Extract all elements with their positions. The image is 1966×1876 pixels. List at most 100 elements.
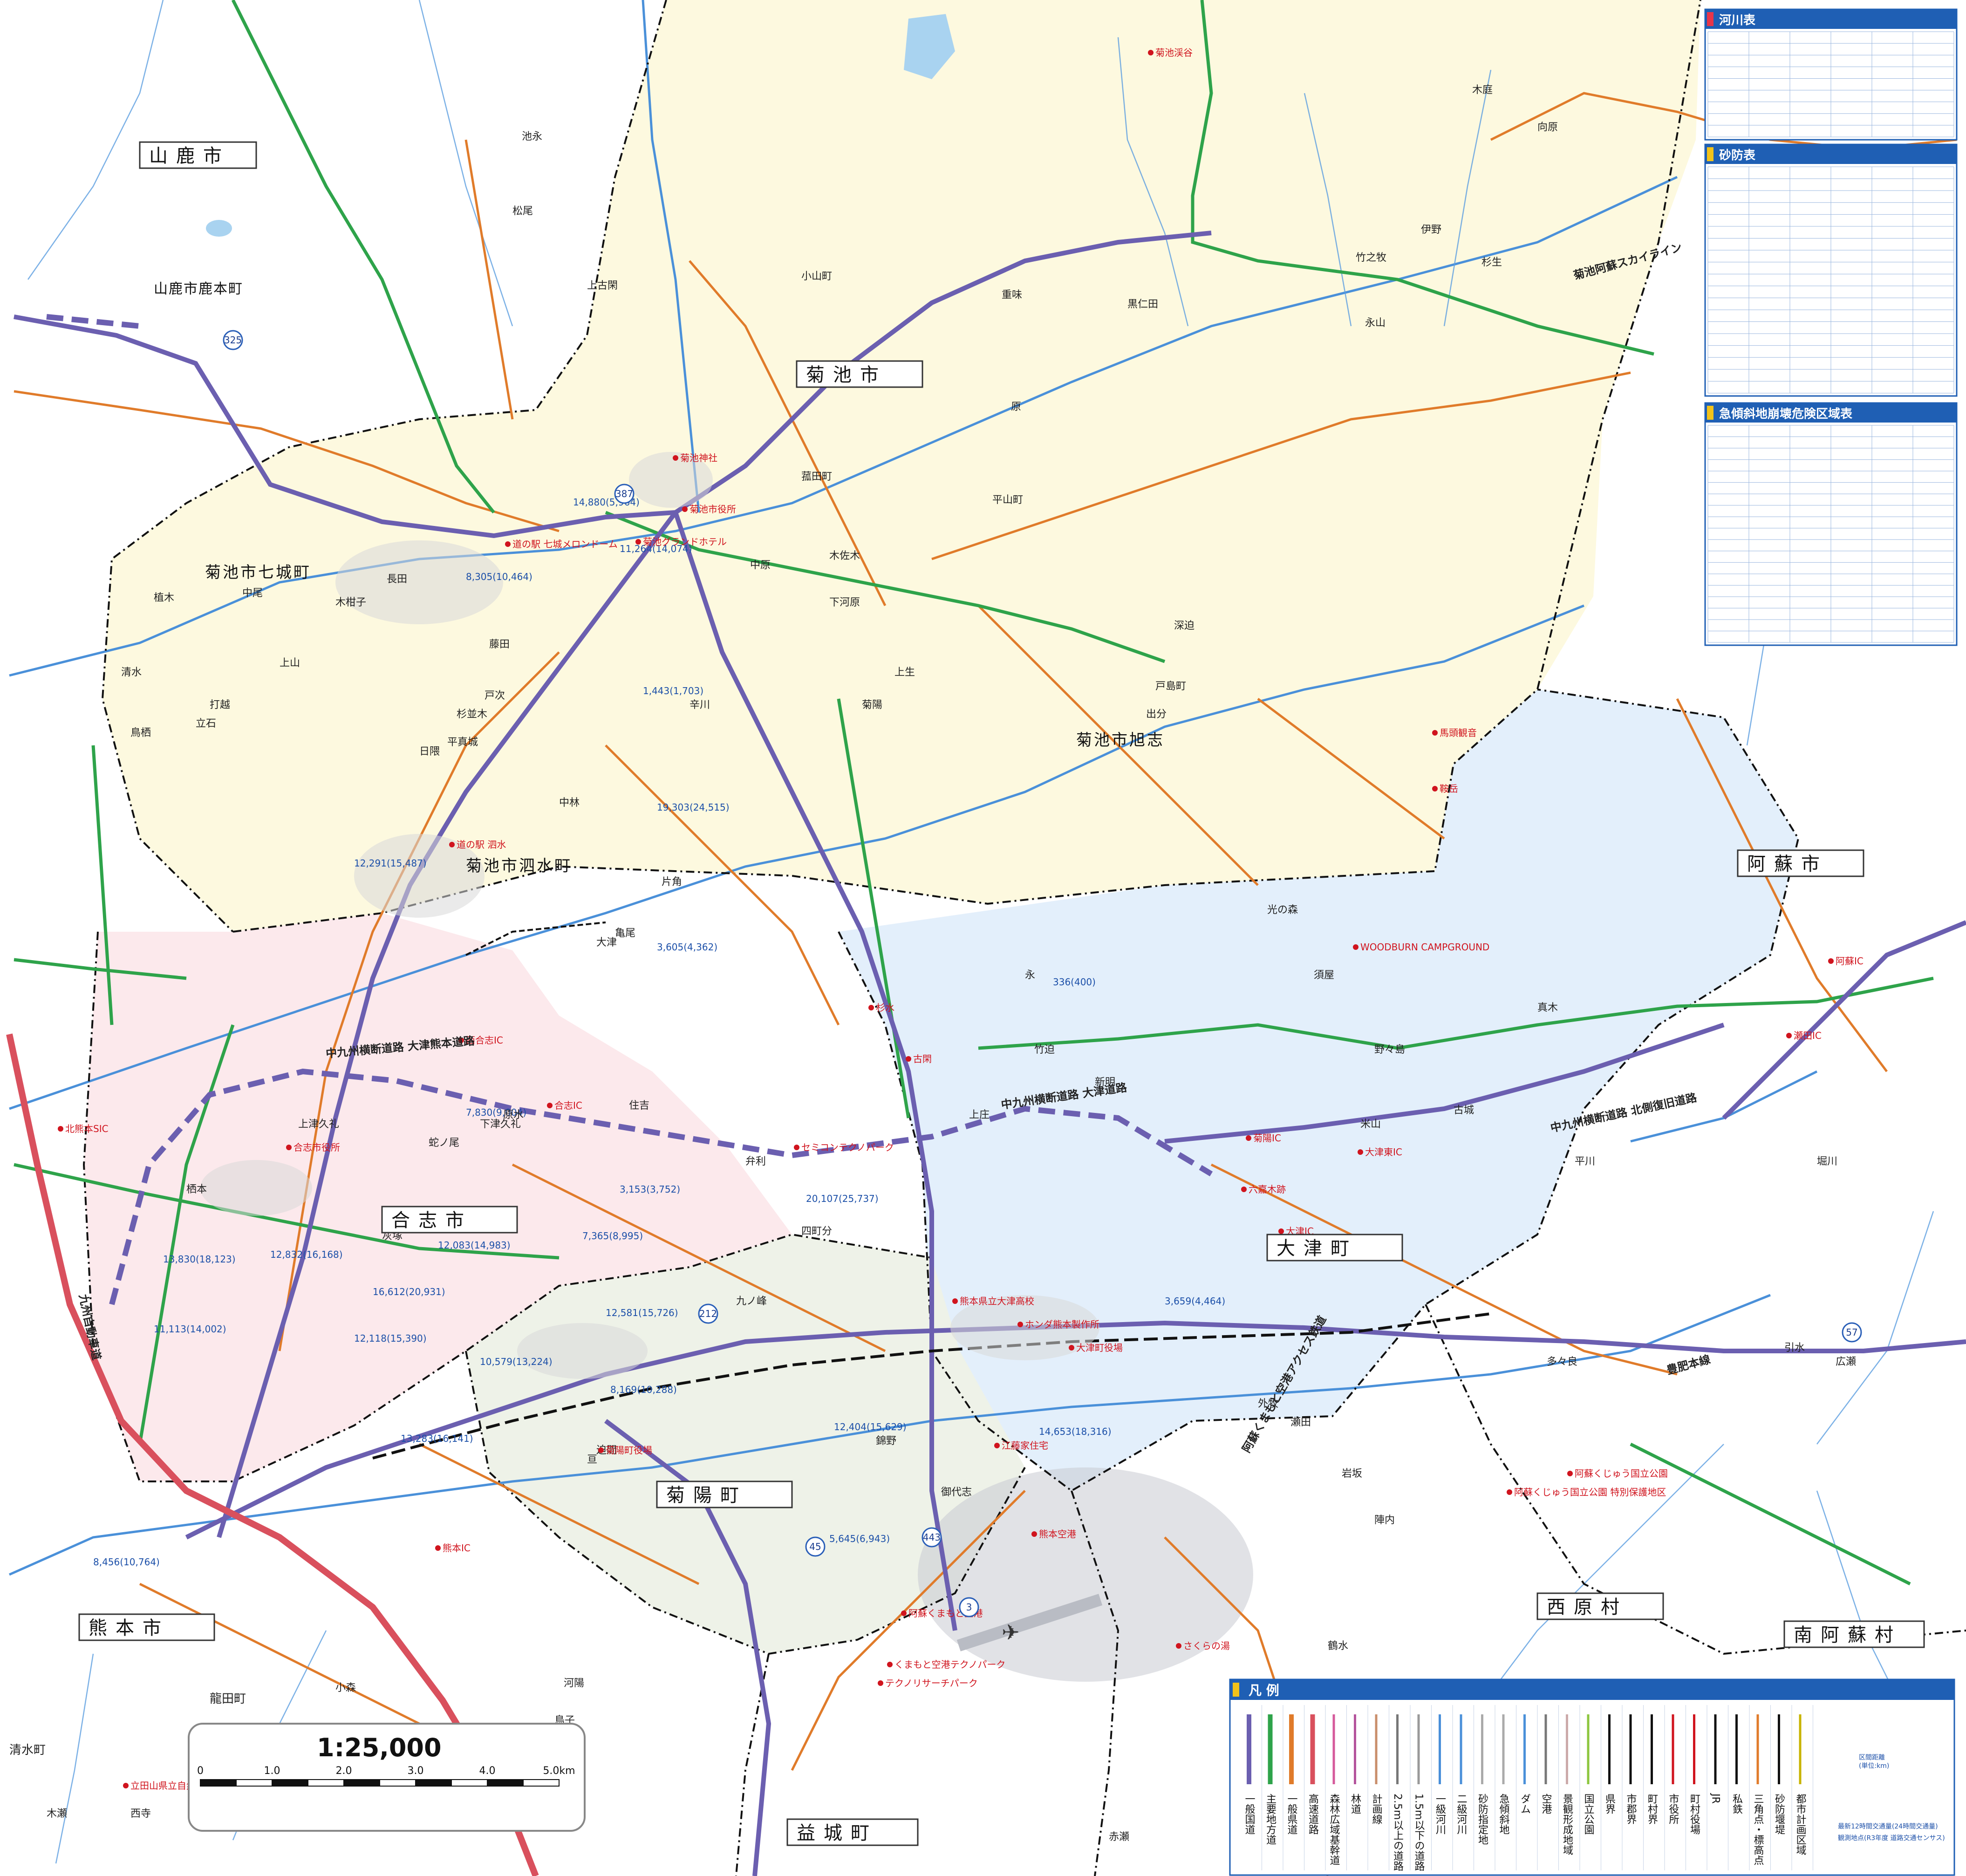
urban-areas [200, 452, 1099, 1379]
place-label: 木瀬 [47, 1808, 67, 1820]
place-label: 中林 [559, 797, 580, 809]
place-label: 赤瀬 [1109, 1831, 1129, 1843]
place-label: 下津久礼 [480, 1119, 521, 1130]
facility-label-layer: 菊池渓谷菊池神社菊池市役所大津町役場菊陽町役場合志市役所熊本空港阿蘇くまもと空港… [58, 47, 1864, 1791]
legend-note-census: 観測地点(R3年度 道路交通センサス) [1838, 1834, 1945, 1842]
facility-label: 合志市役所 [294, 1142, 340, 1153]
facility-marker [901, 1610, 907, 1616]
place-label: 新明 [1095, 1077, 1115, 1088]
facility-label: 熊本県立大津高校 [960, 1296, 1034, 1307]
legend-item-label: 一般国道 [1243, 1794, 1256, 1835]
facility-label: 六嘉木跡 [1249, 1184, 1286, 1195]
facility-marker [868, 1005, 874, 1010]
road-number-label: 57 [1846, 1327, 1857, 1338]
facility-marker [1353, 944, 1358, 950]
place-label: 竹之牧 [1356, 252, 1386, 264]
traffic-count: 8,305(10,464) [466, 571, 532, 582]
sabo-table-title: 砂防表 [1719, 149, 1756, 163]
label-mashiki: 益城町 [786, 1818, 919, 1846]
slope-table-grid [1707, 425, 1954, 643]
facility-label: 熊本空港 [1039, 1528, 1076, 1540]
airport-icon: ✈ [956, 1594, 1103, 1651]
label-tatsuda: 龍田町 [210, 1692, 246, 1706]
facility-marker [1241, 1187, 1247, 1192]
place-label: 小森 [335, 1682, 356, 1694]
label-aso: 阿蘇市 [1737, 849, 1864, 877]
facility-label: 鞍岳 [1440, 783, 1458, 794]
road-number-badge [959, 1597, 979, 1617]
facility-label: 大津東IC [1365, 1146, 1402, 1158]
legend-item-label: 砂防堰堤 [1773, 1794, 1785, 1835]
place-label: 大津 [596, 937, 617, 948]
facility-label: 菊陽IC [1253, 1132, 1281, 1144]
place-label: 戸島町 [1155, 681, 1186, 692]
facility-label: 菊池グランドホテル [643, 536, 727, 547]
label-kikuyo: 菊陽町 [656, 1480, 793, 1508]
place-label: 亀尾 [615, 928, 635, 939]
place-label: 四町分 [801, 1226, 832, 1237]
traffic-count: 3,659(4,464) [1165, 1296, 1225, 1307]
place-label: 住吉 [629, 1100, 649, 1112]
facility-label: 古閑 [913, 1053, 932, 1064]
facility-marker [123, 1783, 129, 1788]
legend-item-label: 砂防指定地 [1476, 1794, 1488, 1845]
legend-item-label: 高速道路 [1307, 1794, 1319, 1835]
road-number-label: 45 [809, 1541, 821, 1552]
legend-item-label: 1.5m以下の道路 [1413, 1794, 1425, 1871]
scale-title: 1:25,000 [317, 1733, 442, 1762]
traffic-count: 3,605(4,362) [657, 941, 717, 953]
facility-marker [286, 1145, 292, 1150]
facility-label: 大津町役場 [1076, 1342, 1123, 1353]
place-label: 瀬田 [1290, 1417, 1311, 1428]
traffic-count: 8,456(10,764) [93, 1556, 160, 1568]
legend-item-label: 一般県道 [1286, 1794, 1298, 1835]
otsu-area [839, 689, 1798, 1491]
traffic-count: 7,830(9,004) [466, 1107, 526, 1118]
label-shisui: 菊池市泗水町 [466, 857, 572, 875]
facility-marker [1246, 1135, 1251, 1141]
river-table-grid [1707, 31, 1954, 137]
traffic-count: 12,291(15,487) [354, 858, 427, 869]
place-label: 原 [1011, 401, 1021, 413]
facility-label: 菊池神社 [680, 452, 717, 464]
place-label: 平川 [1575, 1156, 1595, 1167]
river-table-panel: 河川表 [1704, 8, 1958, 141]
place-label: 広瀬 [1836, 1356, 1856, 1368]
facility-label: WOODBURN CAMPGROUND [1360, 941, 1489, 953]
traffic-count: 13,283(16,141) [401, 1433, 473, 1444]
traffic-count: 12,118(15,390) [354, 1333, 427, 1344]
facility-label: 馬頭観音 [1440, 727, 1477, 738]
sabo-table-grid [1707, 166, 1954, 394]
place-label: 小山町 [801, 271, 832, 282]
label-kikuchi: 菊池市 [796, 360, 923, 388]
traffic-count: 12,832(16,168) [270, 1249, 343, 1260]
place-label: 出分 [1146, 709, 1167, 720]
national-roads [14, 231, 1966, 1876]
place-label: 中原 [750, 559, 771, 571]
planned-expressway [46, 314, 1213, 1305]
road-number-badge [223, 330, 243, 350]
facility-marker [1148, 50, 1154, 55]
legend-item-label: 森林広域基幹道 [1328, 1794, 1340, 1865]
legend-item-label: JR [1710, 1793, 1721, 1804]
place-label: 原水 [503, 1109, 524, 1121]
facility-marker [994, 1443, 1000, 1448]
road-number-badge [1842, 1322, 1862, 1343]
facility-marker [598, 1447, 604, 1453]
place-label: 蛇ノ尾 [429, 1137, 459, 1149]
facility-label: テクノリサーチパーク [885, 1678, 978, 1689]
facility-marker [1828, 958, 1834, 964]
place-label: 外牧 [1258, 1398, 1278, 1410]
legend-note-traffic: 最新12時間交通量(24時間交通量) [1838, 1822, 1938, 1830]
label-shimizu: 清水町 [9, 1743, 46, 1757]
facility-label: 道の駅 七城メロンドーム [512, 539, 618, 550]
label-nishihara: 西原村 [1536, 1592, 1664, 1620]
place-label: 戸次 [485, 690, 505, 702]
svg-text:大津町: 大津町 [1277, 1238, 1358, 1259]
place-label: 片角 [662, 876, 682, 888]
traffic-count: 7,365(8,995) [582, 1230, 643, 1242]
place-label: 古城 [1454, 1105, 1474, 1116]
